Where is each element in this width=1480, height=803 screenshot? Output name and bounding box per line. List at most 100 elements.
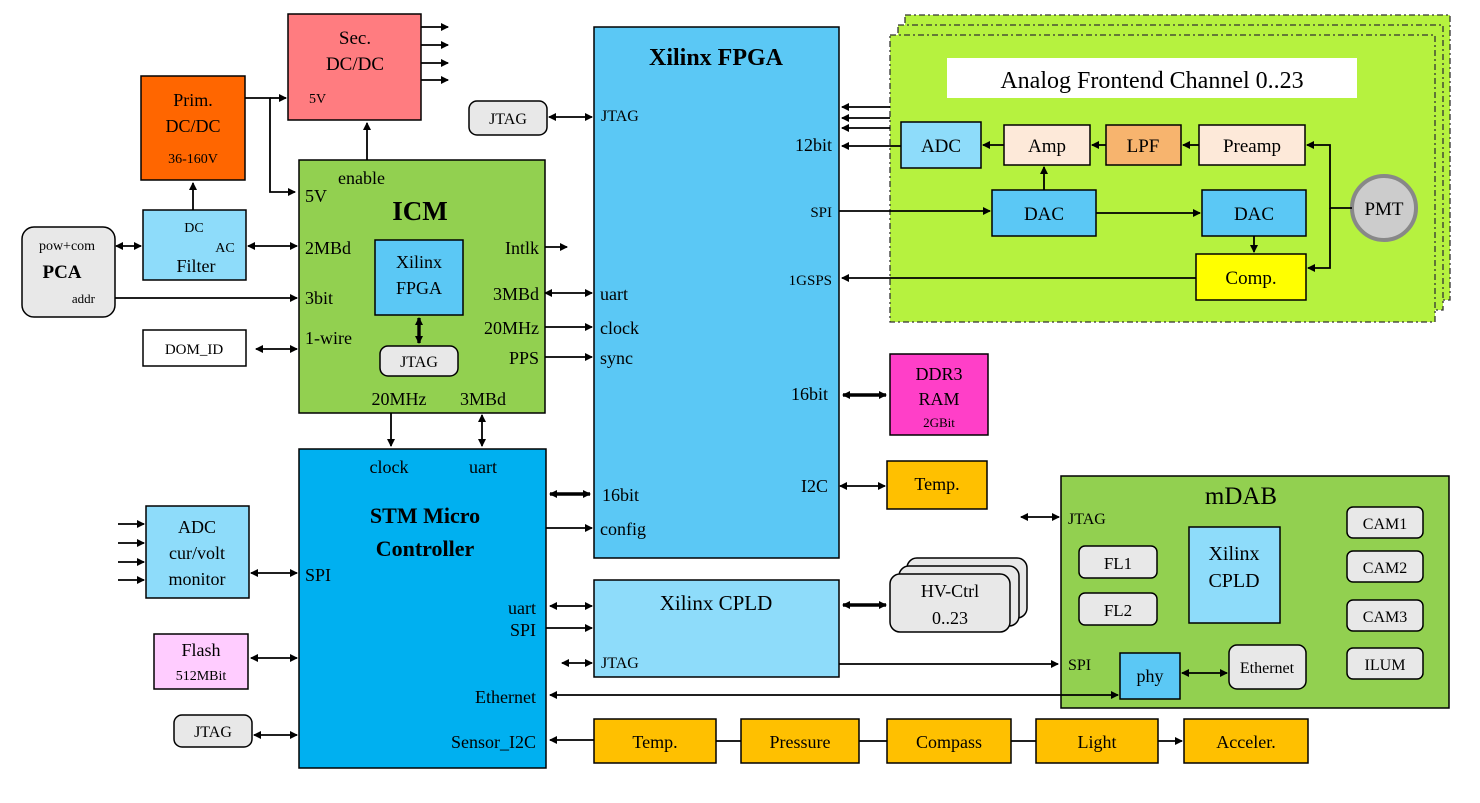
afe-wiring — [982, 141, 1352, 272]
adc-monitor-box — [145, 505, 250, 599]
mdab-cam1-label: CAM1 — [1363, 516, 1407, 533]
adc-monitor-inputs — [118, 520, 145, 584]
stm-title-2: Controller — [376, 536, 475, 561]
icm-title: ICM — [392, 196, 448, 226]
icm-jtag-label: JTAG — [400, 354, 438, 371]
sensor-temp-label: Temp. — [632, 732, 677, 752]
mdab-phy-box — [1119, 652, 1181, 700]
adc-monitor-line2: cur/volt — [169, 543, 225, 563]
icm-intlk-port: Intlk — [505, 238, 539, 258]
sec-dcdc-box — [287, 13, 422, 121]
cpld-jtag-port: JTAG — [601, 655, 639, 672]
power-wiring — [189, 94, 371, 210]
icm-stm-links — [387, 413, 486, 447]
afe-amp-label: Amp — [1028, 136, 1066, 157]
icm-enable-label: enable — [338, 168, 385, 188]
icm-jtag-box — [379, 345, 459, 377]
prim-dcdc-box — [140, 75, 246, 181]
sensor-acceler-box — [1183, 718, 1309, 764]
stm-fpga-links — [546, 490, 593, 532]
stm-uart-top-port: uart — [469, 457, 497, 477]
icm-5v-port: 5V — [305, 186, 327, 206]
hv-ctrl-stack — [889, 557, 1028, 633]
stm-clock-port: clock — [370, 457, 409, 477]
adc-monitor-line3: monitor — [169, 569, 226, 589]
stm-uart-port: uart — [508, 598, 536, 618]
sensor-light-label: Light — [1078, 732, 1117, 752]
sensor-acceler-label: Acceler. — [1216, 732, 1275, 752]
afe-dac1-box — [991, 189, 1097, 237]
mdab-cam2-label: CAM2 — [1363, 560, 1407, 577]
mdab-cpld-line1: Xilinx — [1208, 543, 1259, 565]
flash-line2: 512MBit — [176, 669, 227, 684]
fpga-spi-port: SPI — [810, 205, 832, 221]
adc-monitor-line1: ADC — [178, 517, 216, 537]
cpld-box — [593, 579, 840, 678]
mdab-ethernet-label: Ethernet — [1240, 660, 1295, 677]
mdab-cpld-box — [1188, 526, 1281, 624]
afe-title-box — [947, 58, 1357, 98]
sensor-temp-box — [593, 718, 717, 764]
filter-ac-label: AC — [215, 241, 234, 256]
afe-adc-label: ADC — [921, 136, 961, 157]
jtag-stm-label: JTAG — [194, 724, 232, 741]
jtag-stm-box — [173, 714, 253, 748]
afe-dac2-label: DAC — [1234, 204, 1274, 225]
stm-box — [298, 448, 547, 769]
pmt-label: PMT — [1364, 199, 1403, 220]
icm-fpga-links — [544, 243, 593, 361]
stm-title-1: STM Micro — [370, 503, 480, 528]
sensor-compass-label: Compass — [916, 732, 982, 752]
afe-lpf-label: LPF — [1127, 136, 1160, 157]
sensor-light-box — [1035, 718, 1159, 764]
fpga-16bit-low-port: 16bit — [602, 485, 639, 505]
afe-dac1-label: DAC — [1024, 204, 1064, 225]
filter-name: Filter — [177, 256, 216, 276]
mdab-fl1-box — [1078, 545, 1158, 579]
icm-fpga-box — [374, 239, 464, 316]
stm-cpld-links — [546, 602, 593, 667]
prim-dcdc-line3: 36-160V — [168, 152, 218, 167]
fpga-clock-port: clock — [600, 318, 639, 338]
jtag-fpga-box — [468, 100, 548, 136]
fpga-i2c-port: I2C — [801, 476, 828, 496]
fpga-jtag-port: JTAG — [601, 108, 639, 125]
stm-spi2-port: SPI — [510, 620, 536, 640]
icm-3mbd-bottom-port: 3MBd — [460, 389, 506, 409]
fpga-1gsps-port: 1GSPS — [789, 273, 832, 289]
icm-fpga-line2: FPGA — [396, 278, 442, 298]
mdab-fl1-label: FL1 — [1104, 554, 1132, 573]
mdab-ilum-label: ILUM — [1365, 657, 1406, 674]
icm-20mhz-bottom-port: 20MHz — [372, 389, 427, 409]
fpga-uart-port: uart — [600, 284, 628, 304]
sensor-pressure-label: Pressure — [770, 732, 831, 752]
mdab-jtag-port: JTAG — [1068, 511, 1106, 528]
mdab-spi-port: SPI — [1068, 657, 1091, 674]
sec-dcdc-outputs — [421, 23, 449, 84]
dom-id-box — [142, 329, 247, 367]
fpga-afe-links — [839, 103, 1196, 282]
afe-dac2-box — [1201, 189, 1307, 237]
afe-comp-label: Comp. — [1225, 268, 1276, 289]
mdab-ethernet-box — [1228, 644, 1307, 690]
mdab-cam3-label: CAM3 — [1363, 609, 1407, 626]
sec-dcdc-5v-port: 5V — [309, 92, 326, 107]
fpga-title: Xilinx FPGA — [649, 45, 784, 71]
sec-dcdc-line2: DC/DC — [326, 54, 384, 75]
afe-adc-box — [900, 121, 982, 169]
hv-ctrl-line2: 0..23 — [932, 608, 968, 628]
filter-box — [142, 209, 247, 281]
mdab-ilum-box — [1346, 647, 1424, 680]
pca-name: PCA — [42, 262, 81, 283]
pca-addr-label: addr — [72, 291, 96, 306]
pca-top-label: pow+com — [39, 239, 95, 254]
flash-box — [153, 633, 249, 690]
dom-id-label: DOM_ID — [165, 342, 223, 358]
mdab-cam1-box — [1346, 506, 1424, 539]
afe-preamp-label: Preamp — [1223, 136, 1281, 157]
icm-20mhz-port: 20MHz — [484, 318, 539, 338]
mdab-cpld-line2: CPLD — [1208, 570, 1259, 592]
mdab-fl2-label: FL2 — [1104, 601, 1132, 620]
mdab-cam3-box — [1346, 599, 1424, 632]
